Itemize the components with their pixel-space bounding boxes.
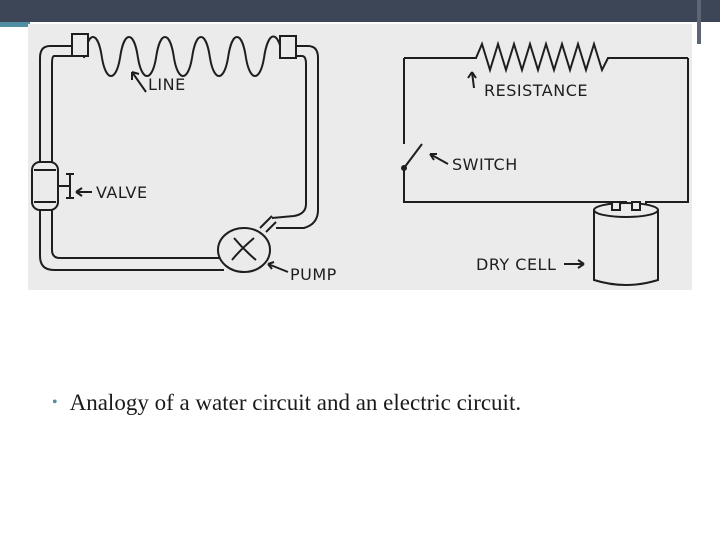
- dry-cell-body: [593, 210, 659, 286]
- dry-cell-pointer-arrow: [564, 259, 585, 269]
- circuit-analogy-diagram: LINE VALVE PUMP: [31, 33, 689, 286]
- slide-accent-bar: [0, 22, 30, 27]
- dry-cell-label: DRY CELL: [476, 255, 556, 274]
- switch-pointer-arrow: [429, 153, 449, 165]
- electric-circuit: [401, 40, 689, 286]
- dry-cell-terminal-left: [611, 201, 621, 211]
- circuit-analogy-figure: LINE VALVE PUMP: [28, 24, 692, 290]
- dry-cell-top: [593, 202, 659, 218]
- right-wire: [645, 58, 689, 210]
- left-coupling: [71, 33, 89, 57]
- pump-impeller-icon: [231, 237, 257, 261]
- right-pipe: [271, 45, 319, 229]
- line-pointer-arrow: [131, 71, 147, 93]
- lower-left-pipe: [39, 210, 224, 271]
- valve-handle-icon: [58, 173, 74, 199]
- slide-corner-accent: [697, 0, 701, 44]
- bullet-icon: •: [52, 394, 58, 411]
- slide-header-bar: [0, 0, 720, 22]
- switch-label: SWITCH: [452, 155, 518, 174]
- water-circuit: [31, 33, 319, 273]
- right-coupling: [279, 35, 297, 59]
- resistor-zigzag: [404, 40, 688, 74]
- pump-label: PUMP: [290, 265, 337, 284]
- pump-outlet: [259, 215, 277, 233]
- pump-pointer-arrow: [267, 261, 289, 273]
- lower-left-wire: [403, 168, 627, 210]
- caption-bullet-item: • Analogy of a water circuit and an elect…: [52, 390, 692, 416]
- valve-pointer-arrow: [75, 187, 92, 197]
- line-label: LINE: [148, 75, 186, 94]
- coiled-pipe: [83, 35, 283, 77]
- dry-cell-terminal-right: [631, 201, 641, 211]
- resistance-pointer-arrow: [467, 71, 477, 89]
- valve-label: VALVE: [96, 183, 148, 202]
- left-pipe: [39, 45, 78, 162]
- resistance-label: RESISTANCE: [484, 81, 588, 100]
- caption-text: Analogy of a water circuit and an electr…: [69, 390, 522, 415]
- switch-blade-icon: [403, 143, 423, 169]
